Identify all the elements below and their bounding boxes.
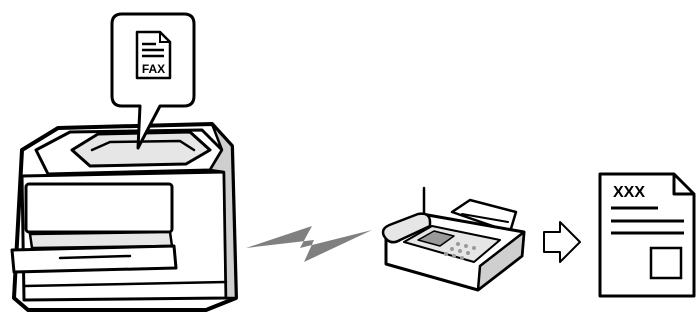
fax-document-icon: FAX [137,32,170,78]
printer-icon [12,124,236,310]
right-arrow-outline-icon [544,222,580,262]
lightning-bolt-icon [246,226,372,262]
document-header-text: XXX [613,184,645,201]
document-icon: XXX [600,174,694,296]
printer-panel [26,184,172,232]
printer-cassette [12,246,176,272]
fax-doc-label: FAX [142,62,165,76]
document-image-box [651,248,681,278]
fax-machine-icon [383,188,524,290]
